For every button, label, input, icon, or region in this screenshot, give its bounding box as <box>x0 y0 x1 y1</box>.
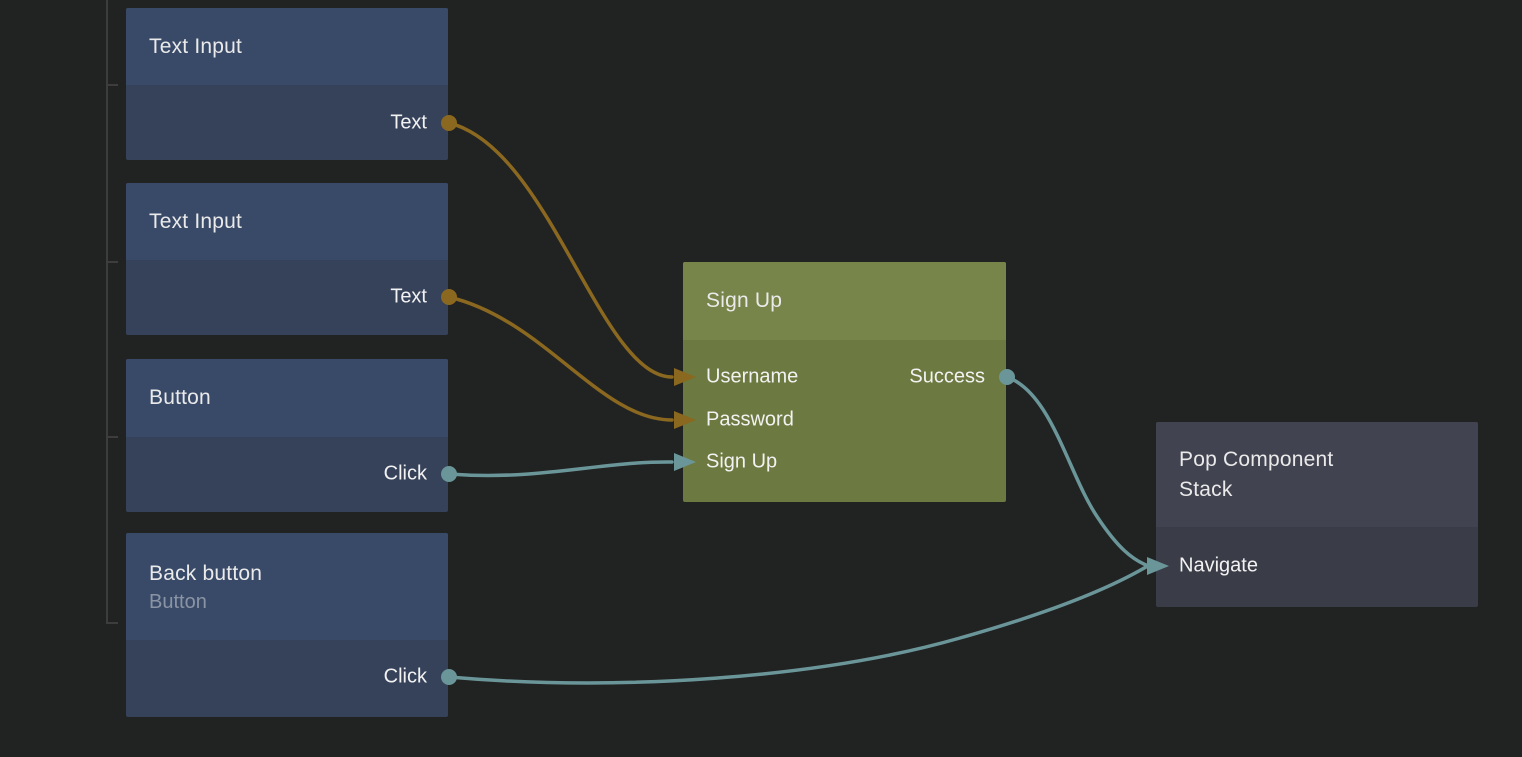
port-sign-up-signup-input[interactable]: Sign Up <box>706 450 778 473</box>
node-title: Pop Component Stack <box>1179 447 1334 501</box>
node-subtitle: Button <box>149 590 207 613</box>
connection-success-to-navigate[interactable] <box>1005 375 1148 567</box>
node-header[interactable]: Text Input <box>126 183 448 260</box>
port-button-click-output[interactable]: Click <box>383 462 427 485</box>
port-sign-up-username-input[interactable]: Username <box>706 365 799 388</box>
hierarchy-lines <box>106 0 118 624</box>
connection-text1-to-username[interactable] <box>447 121 674 379</box>
node-header[interactable]: Text Input <box>126 8 448 85</box>
connection-backclick-to-navigate[interactable] <box>447 565 1148 685</box>
node-title: Text Input <box>149 34 243 58</box>
port-sign-up-success-output[interactable]: Success <box>909 365 985 388</box>
node-title: Text Input <box>149 209 243 233</box>
node-title: Sign Up <box>706 289 783 312</box>
node-header[interactable]: Button <box>126 359 448 437</box>
node-header[interactable]: Sign Up <box>683 262 1006 340</box>
port-text-input-2-text-output[interactable]: Text <box>390 285 427 308</box>
connection-text2-to-password[interactable] <box>447 295 674 422</box>
port-pop-component-stack-navigate-input[interactable]: Navigate <box>1179 554 1258 577</box>
port-sign-up-password-input[interactable]: Password <box>706 408 794 431</box>
port-text-input-1-text-output[interactable]: Text <box>390 111 427 134</box>
connection-click-to-signup[interactable] <box>447 460 674 478</box>
port-back-button-click-output[interactable]: Click <box>383 665 427 688</box>
node-title: Back button <box>149 561 263 585</box>
node-header[interactable]: Pop Component Stack <box>1156 422 1478 527</box>
node-title: Button <box>149 386 211 409</box>
